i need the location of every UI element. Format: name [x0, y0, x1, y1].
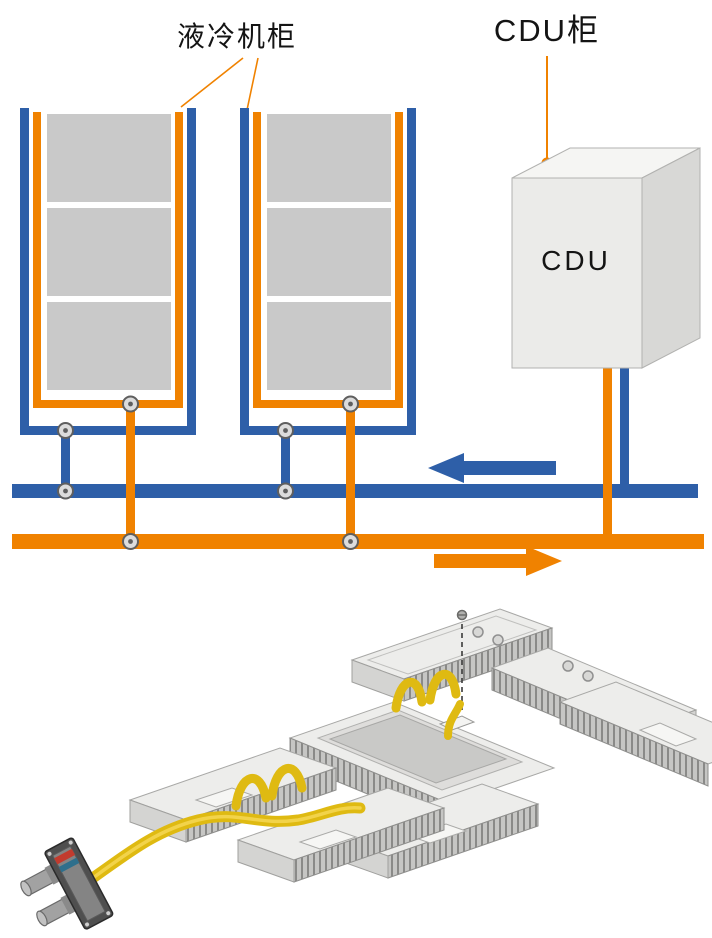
liquid-cooling-cabinet-1 [20, 108, 196, 546]
supply-drop-pipe [346, 404, 355, 546]
hose-loop [391, 677, 427, 713]
supply-pipe-vertical [395, 112, 403, 408]
board-side-face [351, 659, 405, 702]
return-pipe-bottom [20, 426, 196, 435]
coolant-hoses [84, 669, 464, 886]
supply-drop-pipe [126, 404, 135, 546]
cdu-label-leader [541, 56, 553, 169]
cold-plate-board-right-2 [558, 681, 712, 787]
supply-pipe-bottom [33, 400, 183, 408]
supply-flow-arrow-right [434, 546, 562, 576]
cdu-box-label: CDU [541, 245, 611, 276]
tray-recess-deep [328, 714, 508, 784]
cooling-cabinet-label: 液冷机柜 [176, 21, 297, 52]
cold-plate-assembly [20, 608, 712, 930]
supply-pipe-bottom [253, 400, 403, 408]
board-fin-face [559, 701, 709, 787]
server-shelf [267, 302, 391, 390]
cdu-supply-pipe [603, 366, 612, 549]
cdu-return-pipe [620, 366, 629, 498]
board-post [492, 634, 504, 646]
board-top-inset [366, 615, 538, 675]
board-post [562, 660, 574, 672]
board-label-plate [638, 722, 698, 747]
hose-loop [231, 774, 271, 811]
return-pipe-vertical [240, 108, 249, 435]
pipe-joint [57, 422, 74, 439]
cold-plate-board-left-2 [236, 787, 446, 883]
connector-red-mark [54, 848, 76, 865]
cold-plate-board-top [350, 608, 554, 702]
pipe-joint [342, 395, 359, 413]
pipe-joint [277, 422, 294, 439]
board-label-plate [298, 829, 358, 850]
connector-bolt [46, 850, 53, 857]
pipe-joint [342, 533, 359, 550]
connector-bolt [84, 921, 91, 928]
pipe-joint [277, 482, 294, 500]
board-post [582, 670, 594, 682]
supply-pipe-vertical [33, 112, 41, 408]
supply-drop-crossing [126, 480, 135, 540]
hose-loop [425, 669, 461, 705]
pipe-joint [122, 395, 139, 413]
connector-bolt [67, 839, 74, 846]
supply-pipe-vertical [253, 112, 261, 408]
connector-collar [44, 864, 60, 885]
board-post [472, 626, 484, 638]
return-flow-arrow-left [428, 453, 556, 483]
server-shelf [267, 114, 391, 202]
connector-nozzle-cap [20, 880, 32, 897]
cdu-side-face [641, 147, 701, 369]
hose-loop [267, 764, 307, 801]
return-pipe-vertical [20, 108, 29, 435]
supply-pipe-vertical [175, 112, 183, 408]
liquid-cooling-cabinet-2 [240, 108, 416, 546]
supply-drop-crossing [346, 480, 355, 540]
main-hose-highlight [88, 806, 362, 882]
server-shelf [47, 302, 171, 390]
board-side-face [237, 839, 295, 883]
connector-bolt [105, 910, 112, 917]
return-drop-pipe [61, 430, 70, 492]
return-pipe-bottom [240, 426, 416, 435]
leader-line [246, 57, 259, 111]
cabinet-label-leaders [180, 57, 259, 111]
pipe-joint [122, 533, 139, 550]
pipe-joint [57, 482, 74, 500]
connector-nozzle-cap [36, 910, 48, 927]
hose-elbow [444, 700, 464, 740]
quick-disconnect-connector [20, 837, 114, 930]
server-shelf [267, 208, 391, 296]
connector-collar [60, 894, 76, 915]
return-pipe-vertical [407, 108, 416, 435]
server-shelf [47, 208, 171, 296]
server-shelf [47, 114, 171, 202]
cooling-schematic [12, 56, 704, 576]
connector-blue-mark [58, 857, 80, 873]
pipe-joints [57, 395, 359, 550]
return-drop-pipe [281, 430, 290, 492]
cdu-cabinet-label: CDU柜 [493, 13, 601, 48]
cdu-front-face [511, 177, 643, 369]
cdu-box [511, 147, 701, 549]
return-pipe-vertical [187, 108, 196, 435]
leader-line [180, 57, 244, 108]
